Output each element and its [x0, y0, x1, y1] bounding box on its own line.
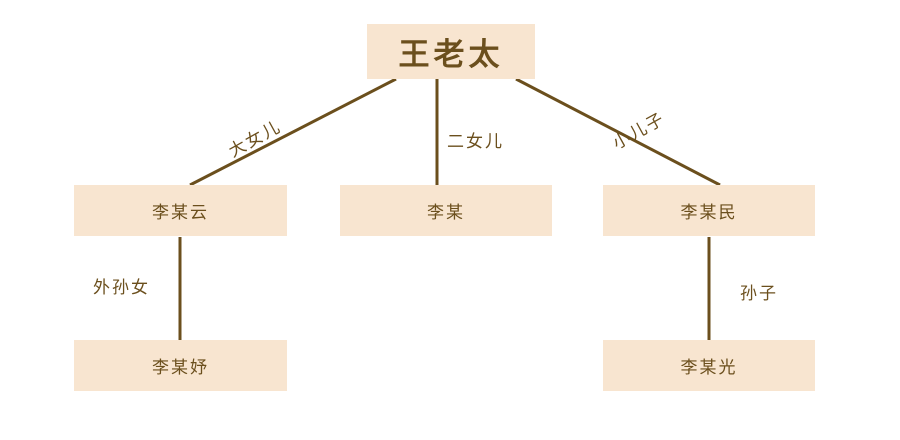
node-child-3[interactable]: 李某民 — [603, 185, 815, 236]
edge-label-granddaughter: 外孙女 — [93, 278, 150, 297]
node-child-1[interactable]: 李某云 — [74, 185, 287, 236]
edge-root-to-child1 — [189, 77, 397, 187]
node-grandchild-1[interactable]: 李某妤 — [74, 340, 287, 391]
node-child-2[interactable]: 李某 — [340, 185, 552, 236]
edge-label-second-daughter: 二女儿 — [447, 132, 504, 151]
edge-label-grandson: 孙子 — [740, 284, 778, 303]
node-root[interactable]: 王老太 — [367, 24, 535, 79]
edge-root-to-child3 — [515, 77, 721, 187]
node-grandchild-2[interactable]: 李某光 — [603, 340, 815, 391]
